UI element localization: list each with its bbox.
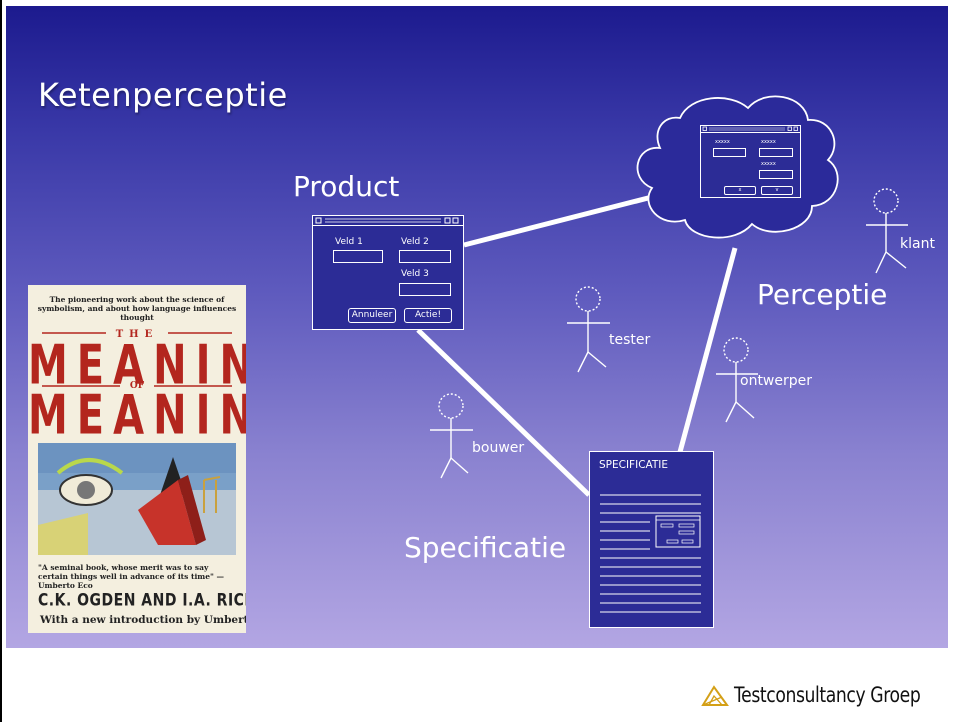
company-logo-icon <box>701 685 729 706</box>
slide-title: Ketenperceptie <box>38 76 288 114</box>
book-title-meaning-1: MEANING <box>28 334 246 398</box>
spec-document-lines <box>600 494 701 613</box>
spec-mini-window <box>655 515 701 548</box>
veld-2-input[interactable] <box>399 250 451 263</box>
field-label-veld-2: Veld 2 <box>401 237 429 247</box>
field-label-veld-3: Veld 3 <box>401 269 429 279</box>
spec-document: SPECIFICATIE <box>589 451 714 628</box>
book-authors: C.K. OGDEN AND I.A. RICHARDS <box>38 591 246 611</box>
cloud-window: xxxxx xxxxx xxxxx x v <box>700 125 801 198</box>
stick-figure-bouwer <box>430 393 473 479</box>
company-name: Testconsultancy Groep <box>734 683 921 707</box>
role-label-klant: klant <box>900 236 935 252</box>
role-label-tester: tester <box>609 332 651 348</box>
role-label-bouwer: bouwer <box>472 440 525 456</box>
stick-figure-ontwerper <box>716 337 758 423</box>
cloud-field-3[interactable] <box>759 170 793 179</box>
actie-button[interactable]: Actie! <box>404 308 452 323</box>
cloud-v-button[interactable]: v <box>761 186 793 195</box>
book-cover-meaning-of-meaning: The pioneering work about the science of… <box>28 285 246 633</box>
cloud-field-label-3: xxxxx <box>761 161 776 167</box>
product-label: Product <box>293 170 400 203</box>
cloud-field-label-1: xxxxx <box>715 139 730 145</box>
veld-1-input[interactable] <box>333 250 383 263</box>
book-introduction-credit: With a new introduction by Umberto Eco <box>40 614 246 626</box>
slide-border <box>0 0 2 722</box>
product-window: Veld 1 Veld 2 Veld 3 Annuleer Actie! <box>312 215 464 330</box>
field-label-veld-1: Veld 1 <box>335 237 363 247</box>
cloud-window-titlebar <box>701 126 800 133</box>
spec-document-heading: SPECIFICATIE <box>599 459 669 471</box>
stick-figure-klant <box>866 188 908 274</box>
cloud-field-label-2: xxxxx <box>761 139 776 145</box>
book-title-of: OF <box>129 381 145 391</box>
role-label-ontwerper: ontwerper <box>740 373 813 389</box>
connector-product-cloud <box>463 193 657 248</box>
book-title-meaning-2: MEANING <box>28 384 246 448</box>
connector-product-spec <box>416 328 591 497</box>
book-title-rules <box>42 332 232 387</box>
annuleer-button[interactable]: Annuleer <box>348 308 396 323</box>
cloud-x-button[interactable]: x <box>724 186 756 195</box>
veld-3-input[interactable] <box>399 283 451 296</box>
specificatie-label: Specificatie <box>404 531 567 564</box>
product-window-titlebar <box>313 216 463 226</box>
connector-cloud-spec <box>677 247 738 453</box>
stick-figure-tester <box>567 286 610 373</box>
book-title-the: THE <box>115 329 159 340</box>
book-tagline: The pioneering work about the science of… <box>37 295 237 322</box>
cloud-field-2[interactable] <box>759 148 793 157</box>
cloud-field-1[interactable] <box>713 148 746 157</box>
perceptie-label: Perceptie <box>757 278 888 311</box>
book-cover-illustration <box>38 443 236 555</box>
book-quote: "A seminal book, whose merit was to say … <box>38 563 225 590</box>
